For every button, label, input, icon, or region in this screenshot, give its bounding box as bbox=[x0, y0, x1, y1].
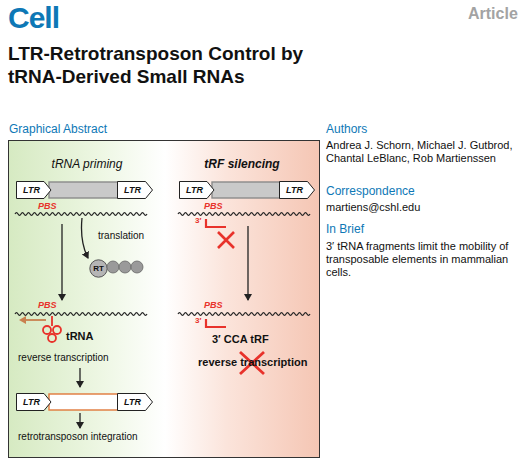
process-label: retrotransposon integration bbox=[18, 431, 138, 443]
ltr-label: LTR bbox=[17, 393, 46, 411]
protein-bead bbox=[119, 261, 131, 273]
protein-bead bbox=[107, 261, 119, 273]
trna-loop bbox=[53, 326, 61, 334]
ltr-arrow bbox=[180, 182, 215, 199]
section-heading: In Brief bbox=[326, 222, 364, 236]
trf-fragment bbox=[206, 319, 226, 327]
element-body bbox=[212, 182, 280, 198]
trf-fragment bbox=[206, 219, 226, 227]
translation-arrow bbox=[81, 218, 88, 258]
step-arrow bbox=[79, 413, 80, 428]
site-label: PBS bbox=[204, 201, 223, 212]
trna-loop bbox=[43, 326, 51, 334]
block-cross bbox=[218, 232, 234, 248]
molecule-label: 3′ CCA tRF bbox=[212, 333, 269, 346]
ltr-arrow bbox=[280, 182, 315, 199]
ltr-arrow bbox=[17, 394, 52, 411]
panel-heading: Graphical Abstract bbox=[9, 122, 107, 136]
cdna-arrow bbox=[24, 319, 46, 321]
ltr-label: LTR bbox=[118, 393, 147, 411]
retrotransposon-element: LTR LTR bbox=[16, 181, 153, 199]
process-label: translation bbox=[98, 230, 144, 242]
journal-logo: Cell bbox=[8, 0, 59, 36]
rna-strand bbox=[178, 313, 310, 316]
rna-strand bbox=[15, 213, 147, 216]
ltr-label: LTR bbox=[118, 181, 147, 199]
molecule-label: tRNA bbox=[66, 330, 94, 343]
protein-bead bbox=[131, 261, 143, 273]
ltr-arrow bbox=[17, 182, 52, 199]
abstract-panel: Graphical AbstracttRNA primingLTRLTRRTLT… bbox=[8, 140, 320, 458]
site-label: PBS bbox=[38, 300, 57, 311]
section-heading: Authors bbox=[326, 122, 367, 136]
article-type: Article bbox=[468, 4, 518, 23]
enzyme-label: RT bbox=[89, 259, 108, 278]
section-heading: Correspondence bbox=[326, 184, 415, 198]
article-title: LTR-Retrotransposon Control by tRNA-Deri… bbox=[8, 42, 343, 88]
retrotransposon-element: LTR LTR bbox=[16, 393, 153, 411]
step-arrow bbox=[247, 226, 248, 300]
process-label: reverse transcription bbox=[18, 352, 109, 364]
retrotransposon-element: LTR LTR bbox=[179, 181, 315, 199]
end-label: 3′ bbox=[195, 316, 201, 326]
enzyme-circle: RT bbox=[89, 259, 108, 278]
rna-strand bbox=[15, 313, 147, 316]
element-body bbox=[49, 182, 118, 198]
site-label: PBS bbox=[204, 300, 223, 311]
element-body bbox=[49, 394, 118, 410]
step-arrow bbox=[61, 224, 62, 300]
ltr-arrow bbox=[118, 182, 153, 199]
site-label: PBS bbox=[38, 201, 57, 212]
pathway-column: tRNA primingLTR LTR RT LTR LTR bbox=[9, 141, 165, 457]
column-title: tRF silencing bbox=[165, 157, 319, 171]
step-arrow bbox=[79, 368, 80, 387]
enzyme-outline bbox=[90, 260, 107, 277]
column-title: tRNA priming bbox=[9, 157, 165, 171]
cdna-arrowhead bbox=[19, 316, 26, 324]
summary-text: 3′ tRNA fragments limit the mobility of … bbox=[326, 240, 522, 280]
ltr-arrow bbox=[118, 394, 153, 411]
author-list: Andrea J. Schorn, Michael J. Gutbrod, Ch… bbox=[326, 139, 522, 165]
end-label: 3′ bbox=[195, 216, 201, 226]
process-label: reverse transcription bbox=[198, 356, 307, 369]
trna-loop bbox=[48, 334, 56, 342]
ltr-label: LTR bbox=[180, 181, 209, 199]
ltr-label: LTR bbox=[280, 181, 309, 199]
trna-stem bbox=[51, 316, 53, 326]
email-address: martiens@cshl.edu bbox=[326, 201, 420, 214]
pathway-column: tRF silencingLTR LTR bbox=[165, 141, 319, 457]
rna-strand bbox=[178, 213, 310, 216]
ltr-label: LTR bbox=[17, 181, 46, 199]
